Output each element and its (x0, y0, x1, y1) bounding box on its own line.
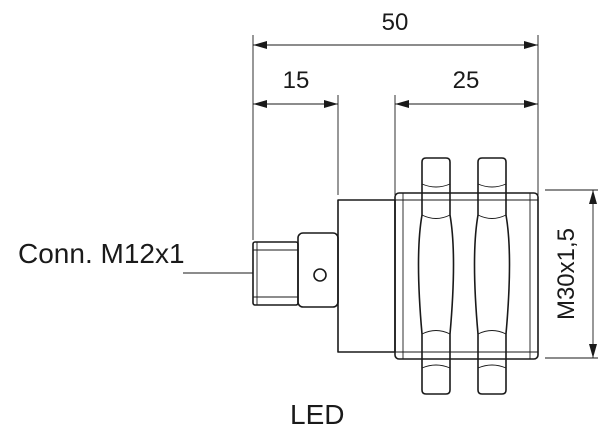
lock-nut-left (417, 157, 455, 395)
connector-length-label: 15 (283, 67, 310, 94)
sensor-body (337, 199, 396, 353)
threaded-barrel (394, 192, 539, 360)
led-indicator-icon (313, 268, 327, 282)
connector-label: Conn. M12x1 (18, 238, 185, 269)
dimension-connector-length: 15 (253, 67, 338, 108)
thread-length-label: 25 (453, 67, 480, 94)
thread-spec-label: M30x1,5 (553, 228, 580, 320)
dimension-thread-length: 25 (395, 67, 538, 108)
dimension-overall-length: 50 (253, 9, 538, 49)
dimension-thread-spec: M30x1,5 (553, 190, 597, 358)
connector-pin (252, 241, 299, 306)
lock-nut-right (473, 157, 511, 395)
overall-length-label: 50 (382, 9, 409, 36)
connector-flange (297, 232, 339, 308)
led-label: LED (290, 399, 344, 430)
extension-lines (252, 35, 598, 359)
